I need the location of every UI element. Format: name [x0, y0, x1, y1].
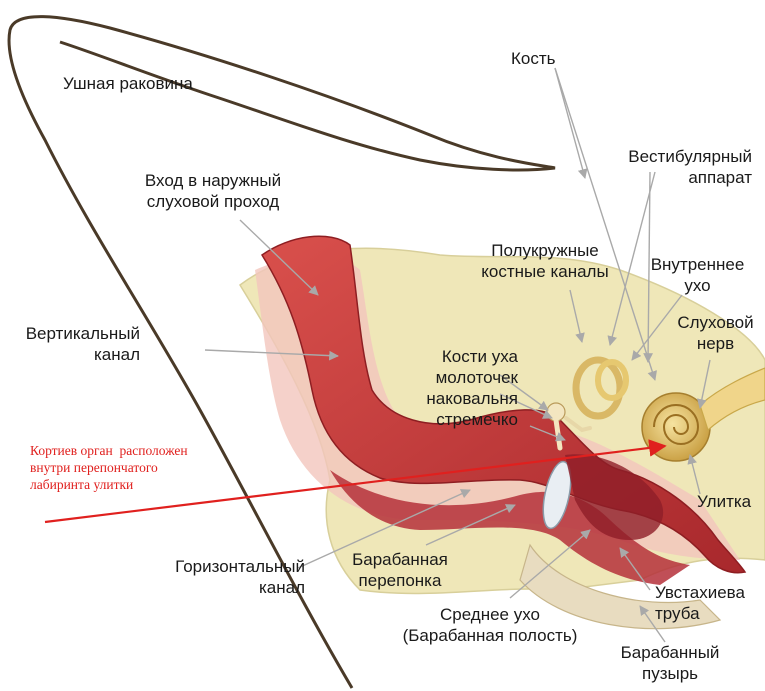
label-eustachian: Увстахиева труба: [655, 583, 745, 623]
eardrum: [542, 460, 572, 530]
label-pinna: Ушная раковина: [63, 74, 193, 93]
cortiev-organ-pointer: [44, 439, 667, 524]
label-auditory-nerve: Слуховой нерв: [677, 313, 754, 353]
label-bulla: Барабанный пузырь: [620, 643, 720, 683]
label-horizontal-canal: Горизонтальный канал: [175, 557, 305, 597]
pinna-outline: [7, 15, 556, 689]
label-inner-ear: Внутреннее ухо: [650, 255, 745, 295]
cochlea: [641, 392, 711, 462]
tympanic-bulla: [519, 543, 722, 630]
semicircular-canals: [572, 356, 629, 420]
horizontal-canal-wall: [330, 470, 690, 585]
cortiev-organ-note: Кортиев орган расположен внутри перепонч…: [30, 443, 188, 492]
label-cochlea: Улитка: [697, 492, 752, 511]
label-ossicles: Кости уха молоточек наковальня стремечко: [426, 347, 518, 429]
middle-ear-cavity: [565, 454, 664, 540]
label-eardrum: Барабанная перепонка: [352, 550, 448, 590]
label-middle-ear: Среднее ухо (Барабанная полость): [402, 605, 578, 645]
pointer-lines: [204, 67, 711, 643]
auditory-nerve: [699, 367, 765, 432]
label-vertical-canal: Вертикальный канал: [25, 324, 140, 364]
label-bone: Кость: [511, 49, 556, 68]
label-entrance: Вход в наружный слуховой проход: [144, 171, 282, 211]
label-vestibular: Вестибулярный аппарат: [628, 147, 752, 187]
label-semicircular: Полукружные костные каналы: [481, 241, 609, 281]
